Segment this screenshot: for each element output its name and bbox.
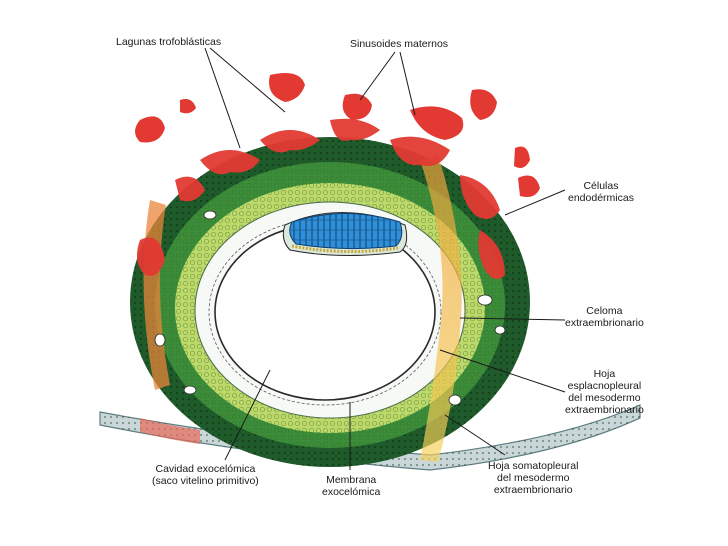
label-cavidad-line1: Cavidad exocelómica <box>155 463 256 475</box>
label-hoja-som-line1: Hoja somatopleural <box>488 460 579 472</box>
leader-hoja-esp <box>439 349 566 393</box>
label-hoja-som-line3: extraembrionario <box>493 484 573 496</box>
label-celoma-line1: Celoma <box>586 305 623 317</box>
label-lagunas-trofoblasticas: Lagunas trofoblásticas <box>116 36 221 48</box>
leader-celoma <box>459 317 566 321</box>
leader-lagunas-1 <box>204 47 241 149</box>
label-celulas-endodermicas: Células endodérmicas <box>568 180 634 204</box>
label-hoja-esplacnopleural: Hoja esplacnopleural del mesodermo extra… <box>565 368 644 416</box>
leader-lines <box>204 47 566 470</box>
label-celoma-line2: extraembrionario <box>565 317 644 329</box>
maternal-sinusoids <box>135 72 540 197</box>
leader-celulas <box>504 189 566 216</box>
label-hoja-somatopleural: Hoja somatopleural del mesodermo extraem… <box>488 460 578 496</box>
label-cavidad-line2: (saco vitelino primitivo) <box>152 475 259 487</box>
label-membrana-exocelomica: Membrana exocelómica <box>322 474 380 498</box>
leader-sinusoides-1 <box>359 51 396 101</box>
leader-lagunas-2 <box>209 47 286 113</box>
label-hoja-som-line2: del mesodermo <box>497 472 570 484</box>
label-sinusoides-maternos: Sinusoides maternos <box>350 38 448 50</box>
label-celoma-extraembrionario: Celoma extraembrionario <box>565 305 644 329</box>
leader-sinusoides-2 <box>399 51 416 116</box>
label-membrana-line1: Membrana <box>326 474 377 486</box>
label-lagunas-text: Lagunas trofoblásticas <box>116 36 222 48</box>
label-celulas-line2: endodérmicas <box>568 192 634 204</box>
trophoblast-vacuoles <box>154 210 506 406</box>
leader-hoja-som <box>444 414 506 456</box>
label-sinusoides-text: Sinusoides maternos <box>350 38 449 50</box>
label-celulas-line1: Células <box>583 180 619 192</box>
label-membrana-line2: exocelómica <box>322 486 381 498</box>
trophoblastic-lacunae <box>136 118 505 279</box>
hypoblast <box>291 244 399 254</box>
uterine-epithelium-red-patch <box>140 418 200 444</box>
label-hoja-esp-line1: Hoja <box>593 368 616 380</box>
label-hoja-esp-line4: extraembrionario <box>565 404 644 416</box>
somatopleural-amber-band <box>420 155 462 462</box>
label-hoja-esp-line3: del mesodermo <box>568 392 641 404</box>
leader-cavidad <box>224 369 271 461</box>
label-hoja-esp-line2: esplacnopleural <box>567 380 642 392</box>
label-cavidad-exocelomica: Cavidad exocelómica (saco vitelino primi… <box>152 463 259 487</box>
